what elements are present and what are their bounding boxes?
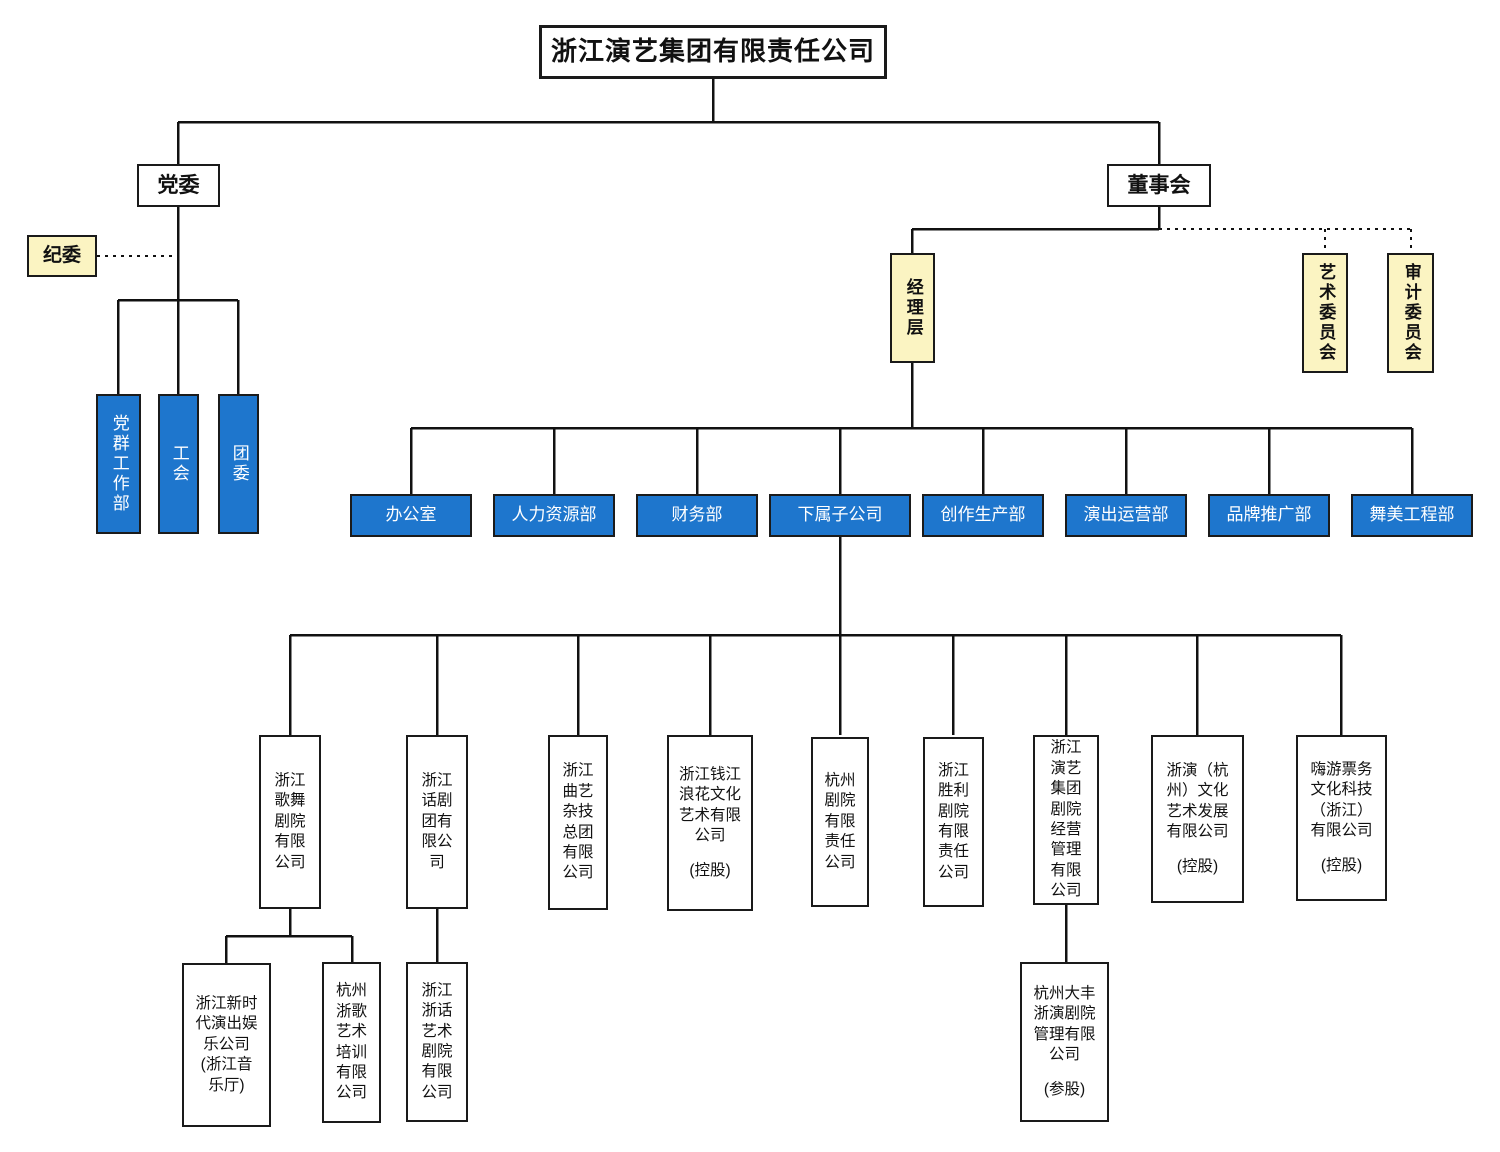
sub-subsidiary-box: 杭州大丰浙演剧院管理有限公司 (参股) [1020,962,1109,1122]
box-label: 下属子公司 [797,505,883,525]
holding-note: (参股) [1043,1080,1086,1098]
box-label: 团委 [229,444,249,484]
box-label: 审计委员会 [1401,263,1421,363]
box-label: 品牌推广部 [1226,505,1312,525]
subsidiary-box: 浙江话剧团有限公司 [406,735,468,909]
subsidiary-box: 浙江胜利剧院有限责任公司 [923,737,984,907]
dotted-connectors [97,228,1412,257]
box-label: 经理层 [903,278,923,338]
org-box-root: 浙江演艺集团有限责任公司 [539,25,887,79]
box-label: 工会 [169,444,189,484]
box-label: 浙江曲艺杂技总团有限公司 [562,762,594,882]
org-box-board-of-directors: 董事会 [1107,164,1211,207]
box-label: 杭州大丰浙演剧院管理有限公司 [1033,984,1096,1064]
subsidiary-box: 浙演（杭州）文化艺术发展有限公司 (控股) [1151,735,1244,903]
box-label: 浙江钱江浪花文化艺术有限公司 [678,765,741,845]
department-box: 品牌推广部 [1208,494,1330,537]
org-box-party-committee: 党委 [137,164,220,207]
box-label: 党群工作部 [109,414,129,514]
box-label: 浙江演艺集团剧院经营管理有限公司 [1050,739,1082,900]
sub-subsidiary-box: 浙江新时代演出娱乐公司(浙江音乐厅) [182,963,271,1127]
holding-note: (控股) [1320,856,1363,874]
box-label: 浙江演艺集团有限责任公司 [550,36,875,67]
org-box-audit-committee: 审计委员会 [1387,253,1434,373]
box-label: 浙江歌舞剧院有限公司 [274,771,306,871]
box-label: 杭州浙歌艺术培训有限公司 [335,982,367,1102]
box-label: 浙江话剧团有限公司 [421,771,453,871]
subsidiary-box: 浙江曲艺杂技总团有限公司 [548,735,608,910]
org-box-discipline-committee: 纪委 [27,235,97,277]
department-box: 人力资源部 [493,494,615,537]
box-label: 演出运营部 [1083,505,1169,525]
department-box: 演出运营部 [1065,494,1187,537]
department-box: 创作生产部 [922,494,1044,537]
sub-subsidiary-box: 杭州浙歌艺术培训有限公司 [322,962,381,1123]
org-box-management-layer: 经理层 [890,253,935,363]
box-label: 艺术委员会 [1316,263,1336,363]
department-box: 财务部 [636,494,758,537]
sub-subsidiary-box: 浙江浙话艺术剧院有限公司 [406,962,468,1122]
party-dept-box: 工会 [158,394,199,534]
box-label: 浙江新时代演出娱乐公司(浙江音乐厅) [195,994,258,1094]
box-label: 党委 [157,173,200,197]
subsidiary-box: 浙江钱江浪花文化艺术有限公司 (控股) [667,735,753,911]
box-label: 浙江胜利剧院有限责任公司 [937,761,969,881]
department-box: 办公室 [350,494,472,537]
party-dept-box: 团委 [218,394,259,534]
department-box-subsidiaries: 下属子公司 [769,494,911,537]
party-dept-box: 党群工作部 [96,394,141,534]
holding-note: (控股) [689,861,731,879]
subsidiary-box: 浙江歌舞剧院有限公司 [259,735,321,909]
subsidiary-box: 嗨游票务文化科技（浙江）有限公司 (控股) [1296,735,1387,901]
box-label: 浙江浙话艺术剧院有限公司 [421,981,453,1101]
box-label: 创作生产部 [940,505,1026,525]
holding-note: (控股) [1176,857,1219,875]
subsidiary-box: 浙江演艺集团剧院经营管理有限公司 [1033,735,1099,905]
org-box-art-committee: 艺术委员会 [1302,253,1348,373]
box-label: 财务部 [671,505,723,525]
box-label: 浙演（杭州）文化艺术发展有限公司 [1166,761,1229,841]
box-label: 舞美工程部 [1369,505,1455,525]
box-label: 纪委 [42,244,81,266]
box-label: 嗨游票务文化科技（浙江）有限公司 [1310,760,1373,840]
box-label: 董事会 [1127,173,1191,197]
subsidiary-box: 杭州剧院有限责任公司 [811,737,869,907]
department-box: 舞美工程部 [1351,494,1473,537]
box-label: 办公室 [385,505,437,525]
box-label: 杭州剧院有限责任公司 [824,771,856,871]
box-label: 人力资源部 [511,505,597,525]
solid-connectors [116,79,1414,963]
